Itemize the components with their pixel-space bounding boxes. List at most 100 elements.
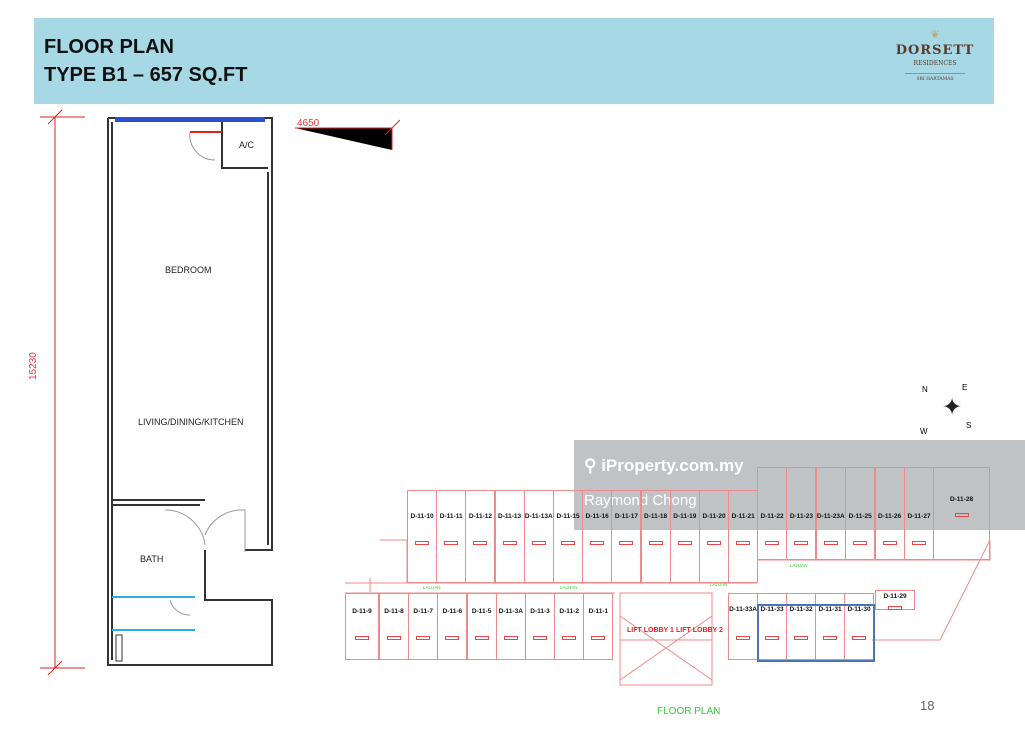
unit-type-tag <box>503 636 518 640</box>
logo-brand: DORSETT <box>895 43 975 58</box>
unit-d-11-31: D-11-31 <box>815 593 845 660</box>
unit-type-tag <box>648 541 663 545</box>
leaf-icon: ❦ <box>930 28 940 41</box>
unit-label: D-11-13A <box>524 513 553 520</box>
unit-type-tag <box>794 636 808 640</box>
compass-icon: ✦ N E S W <box>920 383 971 436</box>
unit-type-tag <box>591 636 606 640</box>
unit-type-tag <box>473 541 488 545</box>
unit-d-11-30: D-11-30 <box>844 593 874 660</box>
unit-label: D-11-11 <box>439 513 463 520</box>
unit-label: D-11-32 <box>789 606 813 613</box>
compass-e: E <box>962 383 968 392</box>
unit-type-tag <box>444 541 459 545</box>
unit-d-11-13a: D-11-13A <box>523 490 554 583</box>
dorsett-logo: ❦ DORSETT RESIDENCES SRI HARTAMAS <box>890 28 980 82</box>
unit-d-11-1: D-11-1 <box>583 593 614 660</box>
unit-d-11-32: D-11-32 <box>786 593 816 660</box>
unit-d-11-11: D-11-11 <box>436 490 467 583</box>
width-dimension: 4650 <box>297 118 320 129</box>
unit-type-tag <box>823 636 837 640</box>
unit-type-tag <box>677 541 692 545</box>
unit-label: D-11-2 <box>559 608 579 615</box>
unit-type-tag <box>888 606 902 610</box>
unit-type-tag <box>882 541 897 545</box>
unit-type-tag <box>561 541 575 545</box>
unit-label: D-11-1 <box>588 608 609 615</box>
unit-d-11-10: D-11-10 <box>407 490 437 583</box>
unit-label: D-11-3 <box>530 608 550 615</box>
unit-label: D-11-12 <box>468 513 492 520</box>
room-label-bath: BATH <box>140 554 164 564</box>
floor-plan-caption: FLOOR PLAN <box>657 706 721 717</box>
unit-type-tag <box>531 541 546 545</box>
compass-w: W <box>920 427 928 436</box>
unit-type-tag <box>794 541 809 545</box>
unit-label: D-11-33 <box>760 606 784 613</box>
unit-d-11-12: D-11-12 <box>465 490 496 583</box>
unit-label: D-11-5 <box>471 608 492 615</box>
unit-d-11-3a: D-11-3A <box>495 593 526 660</box>
unit-type-tag <box>823 541 838 545</box>
unit-label: D-11-7 <box>413 608 433 615</box>
unit-label: D-11-10 <box>410 513 434 520</box>
unit-type-title: TYPE B1 – 657 SQ.FT <box>44 64 248 86</box>
unit-d-11-3: D-11-3 <box>525 593 555 660</box>
unit-label: D-11-30 <box>847 606 871 613</box>
lift-lobby-1: LIFT LOBBY 1 <box>627 627 674 634</box>
unit-label: D-11-6 <box>442 608 463 615</box>
unit-type-tag <box>853 541 868 545</box>
logo-sub: RESIDENCES <box>913 60 957 67</box>
page-number: 18 <box>920 698 935 713</box>
unit-type-tag <box>416 636 431 640</box>
corridor-label: LALUAN <box>423 585 441 590</box>
unit-type-tag <box>590 541 605 545</box>
unit-type-tag <box>619 541 634 545</box>
unit-type-tag <box>765 541 779 545</box>
room-label-bedroom: BEDROOM <box>165 265 212 275</box>
unit-label: D-11-3A <box>498 608 523 615</box>
unit-type-tag <box>533 636 547 640</box>
page-title: FLOOR PLAN <box>44 36 174 58</box>
unit-type-tag <box>562 636 577 640</box>
location-pin-icon: ⚲ <box>584 456 597 475</box>
unit-type-tag <box>736 636 750 640</box>
unit-type-tag <box>445 636 460 640</box>
watermark-agent: Raymond Chong <box>584 492 697 509</box>
unit-d-11-2: D-11-2 <box>554 593 585 660</box>
unit-label: D-11-13 <box>498 513 522 520</box>
watermark: ⚲ iProperty.com.my Raymond Chong <box>574 440 1025 530</box>
corridor-label: LALUAN <box>710 582 728 587</box>
unit-label: D-11-29 <box>883 593 907 600</box>
unit-d-11-7: D-11-7 <box>408 593 439 660</box>
lift-lobby-2: LIFT LOBBY 2 <box>676 627 723 634</box>
highlighted-units-box <box>757 604 875 662</box>
unit-type-tag <box>912 541 926 545</box>
unit-label: D-11-31 <box>818 606 842 613</box>
compass-n: N <box>922 385 928 394</box>
unit-d-11-6: D-11-6 <box>437 593 468 660</box>
compass-s: S <box>966 421 972 430</box>
length-dimension: 15230 <box>28 352 39 380</box>
unit-type-tag <box>502 541 517 545</box>
unit-label: D-11-33A <box>729 606 757 613</box>
unit-d-11-33: D-11-33 <box>757 593 787 660</box>
room-label-living: LIVING/DINING/KITCHEN <box>138 417 244 427</box>
watermark-site-text: iProperty.com.my <box>601 456 744 475</box>
unit-type-tag <box>707 541 721 545</box>
header-banner: FLOOR PLAN TYPE B1 – 657 SQ.FT ❦ DORSETT… <box>34 18 994 104</box>
corridor-label: LALUAN <box>560 585 578 590</box>
corridor-label: LALUAN <box>790 563 808 568</box>
unit-type-tag <box>474 636 489 640</box>
compass-star-icon: ✦ <box>942 394 963 421</box>
unit-d-11-33a: D-11-33A <box>728 593 758 660</box>
unit-plan-drawing <box>40 109 400 676</box>
unit-d-11-13: D-11-13 <box>494 490 525 583</box>
logo-location: SRI HARTAMAS <box>905 73 965 82</box>
room-label-ac: A/C <box>239 140 255 150</box>
unit-d-11-5: D-11-5 <box>466 593 497 660</box>
unit-type-tag <box>415 541 429 545</box>
unit-type-tag <box>765 636 779 640</box>
unit-type-tag <box>852 636 866 640</box>
unit-d-11-29: D-11-29 <box>875 590 915 610</box>
